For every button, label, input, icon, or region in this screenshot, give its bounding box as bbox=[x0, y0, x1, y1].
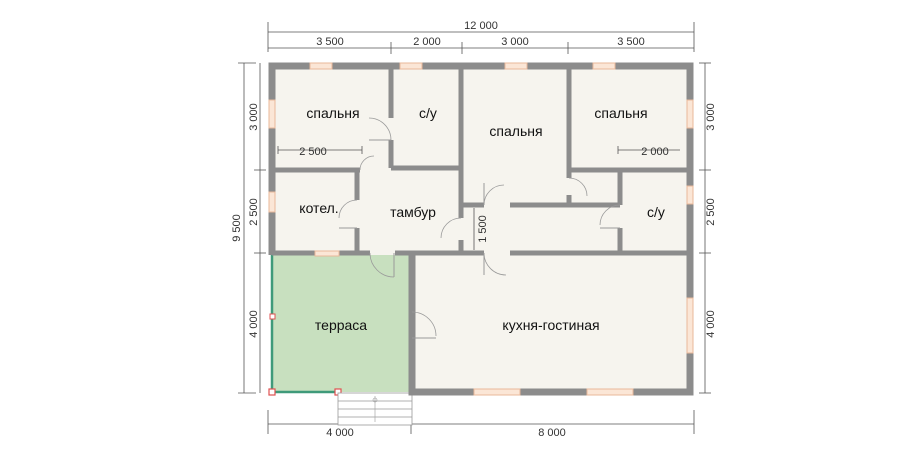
left-segment-label: 3 000 bbox=[248, 103, 260, 131]
door-swing bbox=[411, 311, 437, 337]
terrace-post bbox=[269, 313, 276, 320]
interior-walls bbox=[272, 66, 690, 392]
bottom-segment-label: 8 000 bbox=[538, 427, 566, 439]
right-segment-label: 2 500 bbox=[705, 198, 717, 226]
entrance-stairs bbox=[337, 392, 413, 426]
window bbox=[399, 62, 423, 70]
top-segment-label: 3 000 bbox=[501, 36, 529, 48]
window bbox=[686, 297, 694, 354]
terrace-area bbox=[272, 255, 409, 392]
inner-dimension-label: 2 000 bbox=[641, 146, 669, 158]
window bbox=[473, 388, 521, 396]
doors bbox=[338, 117, 621, 339]
inner-dimension-label: 1 500 bbox=[477, 215, 489, 243]
room-labels: спальня с/у спальня спальня котел. тамбу… bbox=[299, 105, 665, 333]
room-label-bathroom-right: с/у bbox=[647, 204, 665, 220]
top-total-label: 12 000 bbox=[464, 20, 498, 32]
right-segment-label: 4 000 bbox=[705, 310, 717, 338]
window bbox=[314, 250, 340, 257]
left-segment-label: 4 000 bbox=[248, 310, 260, 338]
inner-dimensions: 2 500 2 000 1 500 bbox=[277, 146, 680, 250]
window bbox=[586, 388, 634, 396]
window bbox=[686, 185, 694, 205]
inner-dimension-label: 2 500 bbox=[299, 146, 327, 158]
room-label-bedroom-left: спальня bbox=[306, 105, 359, 121]
windows bbox=[268, 62, 694, 396]
room-label-bathroom-top: с/у bbox=[419, 105, 437, 121]
window bbox=[686, 99, 694, 129]
door-swing bbox=[599, 204, 621, 226]
right-dimensions: 3 000 2 500 4 000 bbox=[699, 62, 717, 394]
room-label-boiler: котел. bbox=[299, 200, 338, 216]
right-segment-label: 3 000 bbox=[705, 103, 717, 131]
window bbox=[592, 62, 616, 70]
window bbox=[268, 191, 276, 213]
left-total-label: 9 500 bbox=[231, 214, 243, 242]
room-label-kitchen-living: кухня-гостиная bbox=[502, 317, 599, 333]
left-dimensions: 9 500 3 000 2 500 4 000 bbox=[231, 62, 266, 394]
top-segment-label: 2 000 bbox=[413, 36, 441, 48]
door-swing bbox=[338, 199, 358, 219]
bottom-dimensions: 4 000 8 000 bbox=[267, 410, 695, 439]
room-label-bedroom-center: спальня bbox=[489, 123, 542, 139]
door-swing bbox=[568, 177, 588, 197]
door-swing bbox=[359, 155, 375, 171]
left-segment-label: 2 500 bbox=[248, 198, 260, 226]
room-label-terrace: терраса bbox=[315, 317, 367, 333]
top-segment-label: 3 500 bbox=[316, 36, 344, 48]
bottom-segment-label: 4 000 bbox=[326, 427, 354, 439]
door-swing bbox=[369, 252, 395, 278]
top-segment-label: 3 500 bbox=[617, 36, 645, 48]
door-swing bbox=[368, 117, 392, 141]
door-swing bbox=[440, 217, 462, 239]
room-label-bedroom-right: спальня bbox=[594, 105, 647, 121]
window bbox=[268, 99, 276, 129]
window bbox=[309, 62, 333, 70]
window bbox=[504, 62, 528, 70]
terrace-post bbox=[268, 388, 276, 396]
top-dimensions: 12 000 3 500 2 000 3 000 3 500 bbox=[267, 20, 695, 54]
room-label-vestibule: тамбур bbox=[390, 204, 436, 220]
